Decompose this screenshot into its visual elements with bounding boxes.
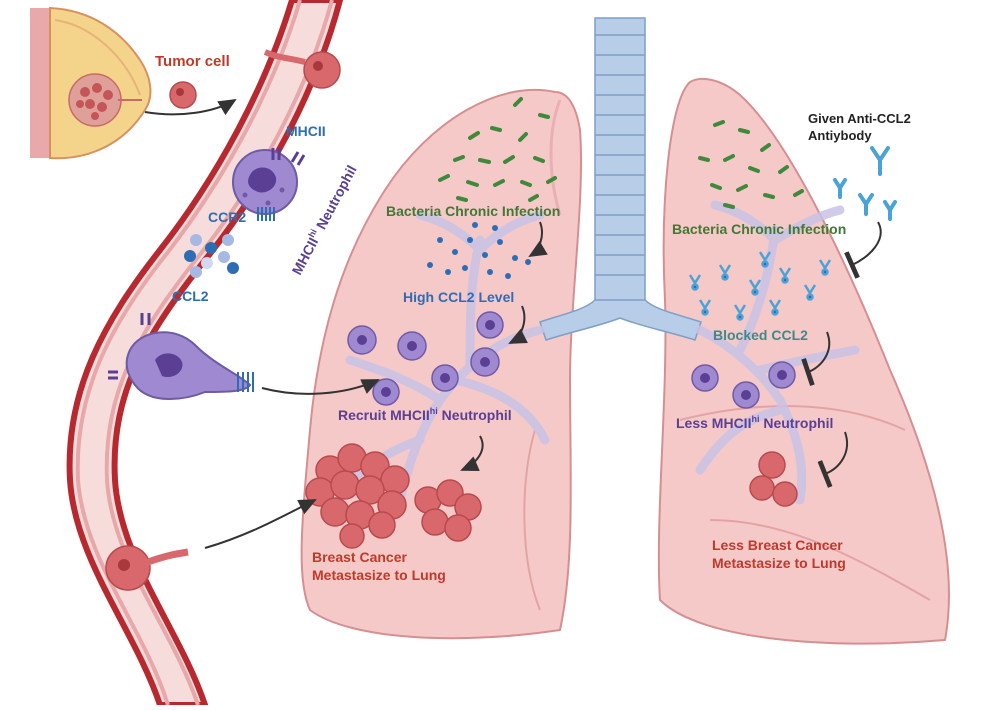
tumor-cell-intravasating bbox=[263, 49, 341, 89]
left-recruit-label: Recruit MHCIIhi Neutrophil bbox=[338, 406, 512, 423]
right-blocked-ccl2 bbox=[688, 251, 832, 321]
trachea bbox=[539, 17, 702, 341]
right-blocked-label: Blocked CCL2 bbox=[713, 327, 808, 343]
left-ccl2-label: High CCL2 Level bbox=[403, 289, 514, 305]
antibody-label-2: Antiybody bbox=[808, 128, 872, 143]
tumor-cell-label: Tumor cell bbox=[155, 53, 230, 70]
neutrophil-in-vessel bbox=[232, 148, 306, 221]
right-neutrophil-nuclei bbox=[700, 370, 787, 400]
tumor-cell-extravasating bbox=[105, 545, 189, 591]
neutrophil-extravasating bbox=[108, 313, 254, 400]
ccr2-receptor-icon bbox=[257, 207, 275, 221]
right-metastasis bbox=[749, 451, 798, 507]
right-metastasis-label-1: Less Breast Cancer bbox=[712, 537, 843, 553]
right-infection-label: Bacteria Chronic Infection bbox=[672, 221, 846, 237]
tumor-cell-floating bbox=[169, 81, 197, 109]
mhcii-receptor-icon bbox=[271, 148, 306, 166]
antibody-label-1: Given Anti-CCL2 bbox=[808, 111, 911, 126]
left-bacteria bbox=[438, 97, 557, 202]
right-metastasis-label-2: Metastasize to Lung bbox=[712, 555, 846, 571]
right-bacteria bbox=[698, 120, 804, 209]
left-infection-label: Bacteria Chronic Infection bbox=[386, 203, 560, 219]
ccl2-label: CCL2 bbox=[172, 288, 209, 304]
left-metastasis-large bbox=[305, 443, 410, 549]
left-ccl2-dots bbox=[427, 222, 531, 279]
antibody-icons bbox=[833, 146, 897, 221]
breast-inset bbox=[30, 6, 152, 160]
mhcii-label: MHCII bbox=[286, 123, 326, 139]
left-metastasis-label-1: Breast Cancer bbox=[312, 549, 407, 565]
ccr2-label: CCR2 bbox=[208, 209, 246, 225]
left-metastasis-label-2: Metastasize to Lung bbox=[312, 567, 446, 583]
left-metastasis-small bbox=[414, 479, 482, 542]
arrows bbox=[144, 98, 882, 549]
left-neutrophil-nuclei bbox=[357, 320, 495, 397]
ccl2-molecules bbox=[184, 234, 239, 278]
right-less-neutrophil-label: Less MHCIIhi Neutrophil bbox=[676, 414, 833, 431]
